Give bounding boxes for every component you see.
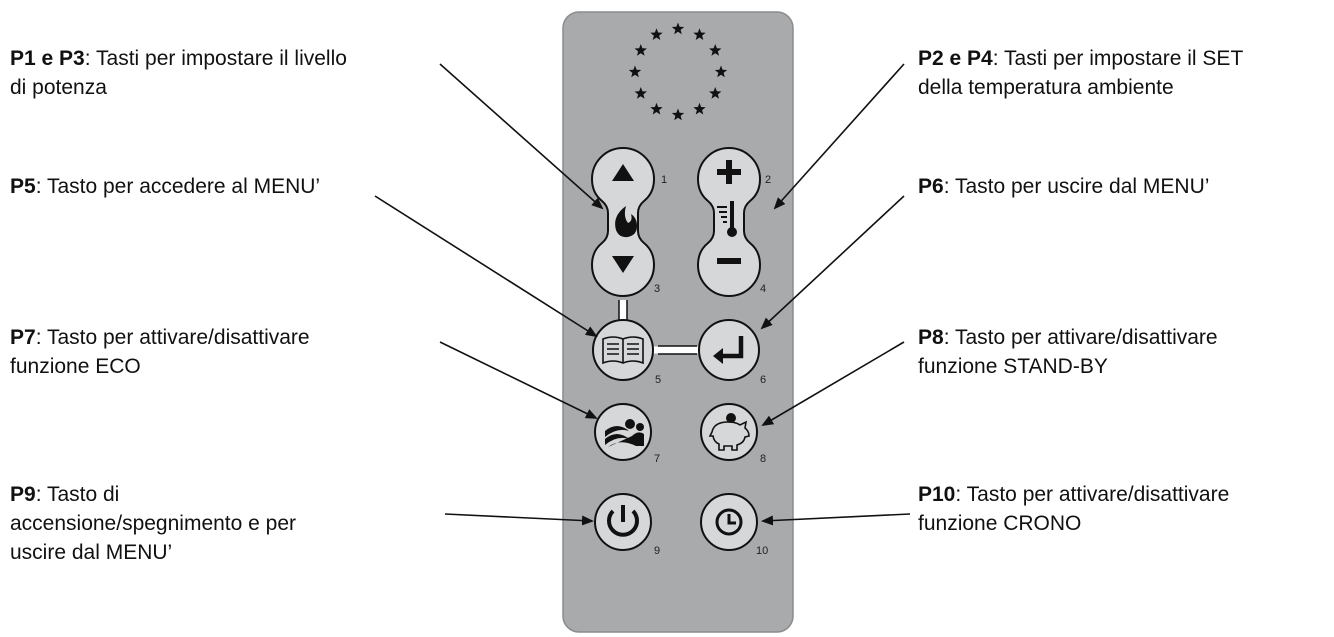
temperature-buttons[interactable] (696, 146, 762, 297)
label-key: P2 e P4 (918, 47, 993, 70)
label-p7: P7: Tasto per attivare/disattivare funzi… (10, 326, 310, 378)
star-icon (628, 65, 642, 78)
button-number-3: 3 (654, 283, 660, 295)
book-menu-icon (602, 336, 644, 365)
star-icon (650, 102, 663, 115)
arrow-p10 (761, 513, 911, 526)
star-icon (693, 102, 706, 115)
label-p8: P8: Tasto per attivare/disattivare funzi… (918, 326, 1218, 378)
eu-stars-logo (628, 22, 728, 121)
star-icon (709, 44, 722, 56)
label-key: P7 (10, 326, 36, 349)
arrow-p5 (374, 195, 598, 338)
star-icon (671, 22, 685, 35)
star-icon (709, 87, 722, 99)
button-number-2: 2 (765, 174, 771, 186)
arrow-p7 (439, 341, 598, 419)
piggy-bank-icon (708, 413, 750, 451)
button-number-10: 10 (756, 545, 768, 557)
label-key: P5 (10, 175, 36, 198)
button-number-7: 7 (654, 453, 660, 465)
button-number-6: 6 (760, 374, 766, 386)
arrow-p2-p4 (773, 63, 905, 210)
label-p10: P10: Tasto per attivare/disattivare funz… (918, 483, 1230, 535)
star-icon (634, 44, 647, 56)
button-10[interactable] (700, 493, 758, 551)
eco-icon (605, 419, 644, 447)
pointer-arrows (374, 63, 911, 526)
label-key: P6 (918, 175, 944, 198)
arrow-up-icon[interactable] (612, 164, 634, 181)
flame-icon (615, 206, 637, 238)
button-number-5: 5 (655, 374, 661, 386)
arrow-p1-p3 (439, 63, 604, 210)
arrow-p9 (444, 513, 594, 526)
star-icon (634, 87, 647, 99)
star-icon (714, 65, 728, 78)
power-icon (607, 505, 639, 537)
label-p2-p4: P2 e P4: Tasti per impostare il SET dell… (918, 47, 1244, 99)
star-icon (671, 108, 685, 121)
label-p9: P9: Tasto di accensione/spegnimento e pe… (10, 483, 297, 564)
arrow-p8 (761, 341, 905, 427)
star-icon (693, 28, 706, 41)
remote-panel (562, 11, 794, 633)
button-connectors-outline (618, 300, 697, 355)
label-p1-p3: P1 e P3: Tasti per impostare il livello … (10, 47, 347, 99)
button-number-4: 4 (760, 283, 766, 295)
button-5[interactable] (592, 319, 654, 381)
label-key: P10 (918, 483, 956, 506)
star-icon (650, 28, 663, 41)
button-number-1: 1 (661, 174, 667, 186)
arrow-down-icon[interactable] (612, 256, 634, 273)
button-6[interactable] (698, 319, 760, 381)
minus-icon[interactable] (717, 258, 741, 264)
clock-icon (715, 508, 743, 536)
button-7[interactable] (594, 403, 652, 461)
enter-return-icon (713, 336, 744, 364)
label-key: P8 (918, 326, 944, 349)
button-number-8: 8 (760, 453, 766, 465)
label-p6: P6: Tasto per uscire dal MENU’ (918, 175, 1210, 198)
button-8[interactable] (700, 403, 758, 461)
button-9[interactable] (594, 493, 652, 551)
label-key: P9 (10, 483, 36, 506)
label-key: P1 e P3 (10, 47, 85, 70)
thermometer-icon (717, 201, 737, 237)
arrow-p6 (760, 195, 905, 330)
button-number-9: 9 (654, 545, 660, 557)
label-p5: P5: Tasto per accedere al MENU’ (10, 175, 321, 198)
plus-icon[interactable] (717, 160, 741, 184)
